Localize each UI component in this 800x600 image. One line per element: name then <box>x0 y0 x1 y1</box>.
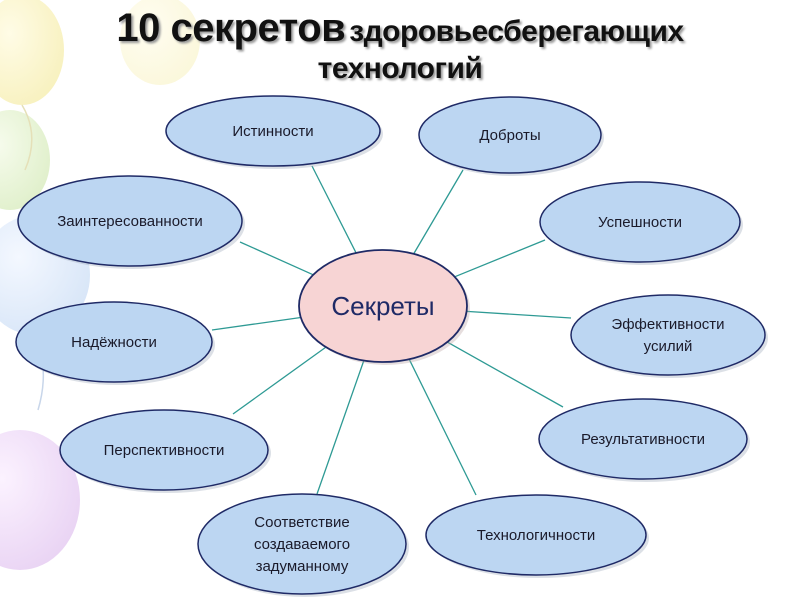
connector-line-effektivnosti <box>466 310 572 319</box>
node-tekhnologichnosti: Технологичности <box>425 494 649 578</box>
balloon-string <box>21 104 33 171</box>
page-title: 10 секретов здоровьесберегающих <box>0 6 800 51</box>
node-ellipse <box>539 181 741 263</box>
node-label: задуманному <box>256 558 349 575</box>
node-zainteresovannosti: Заинтересованности <box>17 175 245 269</box>
connector-line-nadezhnosti <box>211 316 301 331</box>
node-ellipse <box>425 494 647 576</box>
node-label: Заинтересованности <box>57 213 203 230</box>
node-sootvetstvie: Соответствие создаваемого задуманному <box>197 493 409 597</box>
balloon-shape <box>0 430 80 570</box>
node-ellipse <box>59 409 269 491</box>
connector-lines <box>211 165 572 496</box>
node-label: Технологичности <box>477 527 595 544</box>
node-ellipse <box>570 294 766 376</box>
node-label: Соответствие <box>254 514 349 531</box>
node-label: Доброты <box>479 127 540 144</box>
center-node: Секреты <box>298 249 470 365</box>
diagram-center: Секреты <box>298 249 470 365</box>
node-ellipse <box>15 301 213 383</box>
node-uspeshnosti: Успешности <box>539 181 743 265</box>
node-ellipse <box>538 398 748 480</box>
center-label: Секреты <box>331 291 434 321</box>
balloon-shape <box>0 0 64 105</box>
balloon-shape <box>0 110 50 210</box>
node-nadezhnosti: Надёжности <box>15 301 215 385</box>
node-label: Перспективности <box>104 442 225 459</box>
node-label: Успешности <box>598 214 682 231</box>
node-ellipse <box>165 95 381 167</box>
node-ellipse <box>418 96 602 174</box>
node-label: Эффективности <box>611 316 724 333</box>
node-dobroty: Доброты <box>418 96 604 176</box>
node-effektivnosti: Эффективности усилий <box>570 294 768 378</box>
connector-line-rezultativnosti <box>446 341 564 408</box>
node-label: усилий <box>644 338 693 355</box>
node-label: Истинности <box>232 123 313 140</box>
node-ellipse <box>17 175 243 267</box>
title-number-part: 10 секретов <box>116 6 346 50</box>
connector-line-istinnosti <box>311 165 357 254</box>
center-ellipse <box>298 249 468 363</box>
balloon-shape <box>120 0 200 85</box>
connector-line-dobroty <box>413 169 464 255</box>
node-label: создаваемого <box>254 536 350 553</box>
title-rest-part: здоровьесберегающих <box>349 15 684 48</box>
node-label: Надёжности <box>71 334 157 351</box>
node-ellipse <box>197 493 407 595</box>
connector-line-uspeshnosti <box>454 239 546 278</box>
node-rezultativnosti: Результативности <box>538 398 750 482</box>
connector-line-tekhnologichnosti <box>408 358 477 496</box>
node-istinnosti: Истинности <box>165 95 383 169</box>
node-perspektivnosti: Перспективности <box>59 409 271 493</box>
connector-line-zainteresovannosti <box>239 241 314 276</box>
connector-line-perspektivnosti <box>232 346 327 415</box>
node-label: Результативности <box>581 431 705 448</box>
page-subtitle: технологий <box>317 52 483 85</box>
connector-line-sootvetstvie <box>316 360 365 495</box>
